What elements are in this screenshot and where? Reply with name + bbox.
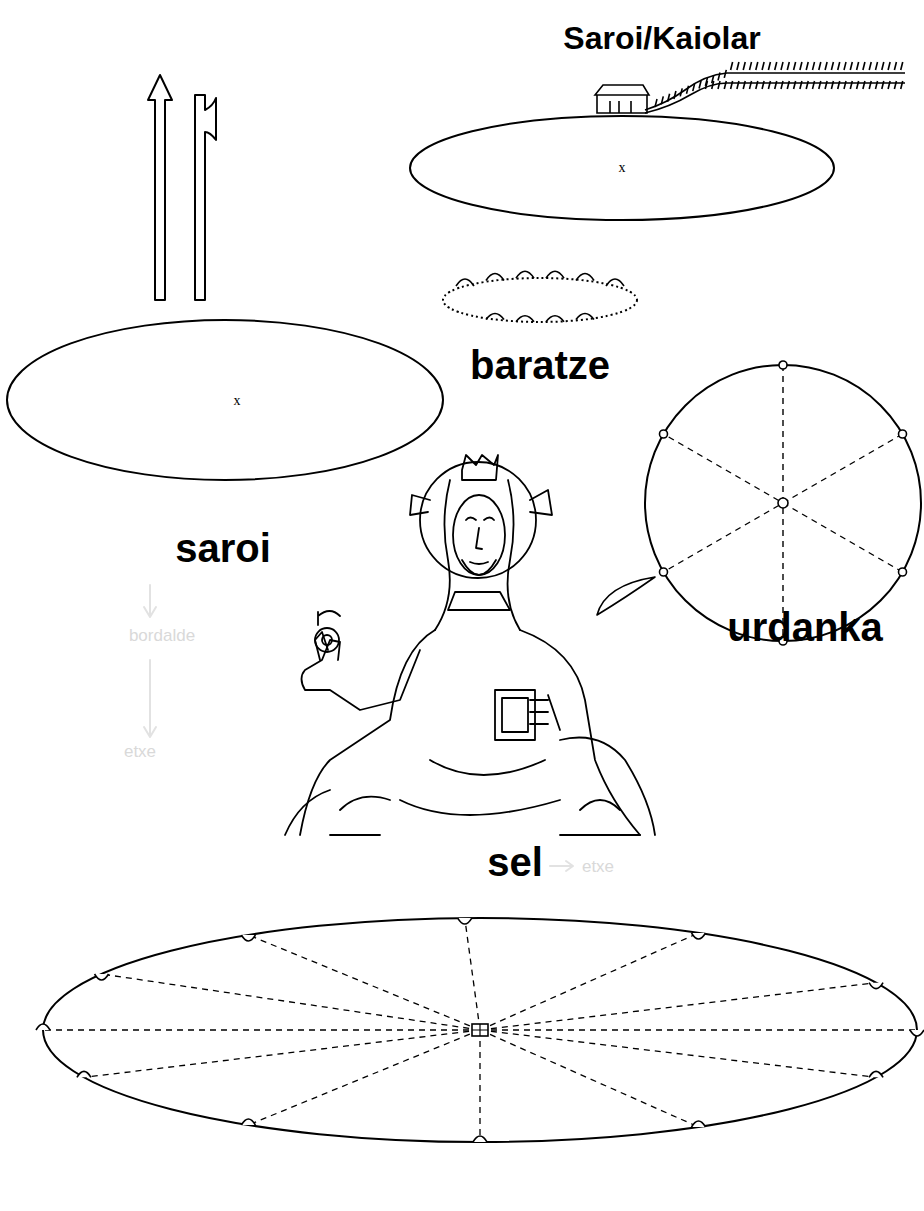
term-label: baratze: [470, 345, 610, 385]
center-mark: x: [619, 161, 626, 175]
faint-arrow: [144, 585, 573, 871]
region-shape: x saroi: [5, 318, 445, 578]
region-shape: sel: [30, 830, 924, 1160]
region-shape: urdanka: [640, 362, 924, 662]
faint-label: etxe: [124, 742, 156, 762]
diagram-title: Saroi/Kaiolar: [563, 22, 760, 54]
term-label: urdanka: [727, 607, 883, 647]
region-outline: [30, 830, 924, 1160]
term-label: sel: [487, 842, 543, 882]
region-outline: [405, 65, 905, 225]
crescent-moon: [597, 577, 655, 615]
arrow-symbol: [148, 75, 172, 300]
faint-label: etxe: [582, 857, 614, 877]
region-shape: x: [405, 65, 905, 225]
region-outline: [440, 275, 640, 410]
center-mark: x: [234, 394, 241, 408]
faint-label: bordalde: [129, 626, 195, 646]
term-label: saroi: [175, 528, 271, 568]
region-shape: baratze: [440, 275, 640, 410]
axe-symbol: [195, 95, 216, 300]
christ-figure: [285, 455, 655, 835]
